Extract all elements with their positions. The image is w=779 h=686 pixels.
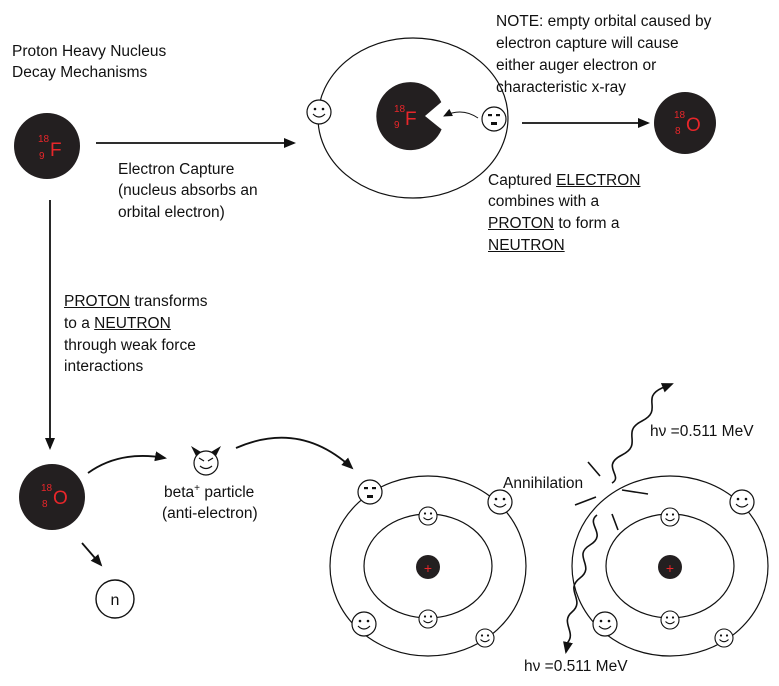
atom-middle: +: [329, 475, 527, 657]
capture-arrow: [443, 108, 479, 119]
outer-electron-icon: [351, 611, 377, 637]
ec-line2: (nucleus absorbs an: [118, 182, 258, 199]
svg-text:F: F: [50, 140, 62, 161]
title-line1: Proton Heavy Nucleus: [12, 43, 167, 60]
note-line3: either auger electron or: [496, 57, 657, 74]
inner-electron-icon: [660, 507, 680, 527]
captured-line4: NEUTRON: [488, 237, 565, 254]
orbital-electron-icon: [306, 99, 332, 125]
captured-electron-icon: [481, 106, 507, 132]
annihilation-burst: [574, 461, 649, 531]
arrow-to-neutron: [81, 542, 103, 567]
beta-line2: (anti-electron): [162, 505, 258, 522]
inner-electron-icon: [660, 610, 680, 630]
o18-nucleus-right: 18 8 O: [654, 92, 716, 154]
outer-electron-icon: [475, 628, 495, 648]
capture-atom: 18 9 F: [306, 37, 509, 199]
svg-text:9: 9: [394, 120, 400, 131]
photon-top-label: hν =0.511 MeV: [650, 423, 754, 440]
proton-line4: interactions: [64, 358, 144, 375]
arrow-to-beta: [87, 451, 167, 474]
svg-text:9: 9: [39, 151, 45, 162]
ec-line3: orbital electron): [118, 204, 225, 221]
captured-line1: Captured ELECTRON: [488, 172, 641, 189]
captured-line2: combines with a: [488, 193, 600, 210]
svg-text:+: +: [424, 560, 432, 576]
svg-text:18: 18: [41, 483, 53, 494]
f18-nucleus-captured: [376, 82, 442, 151]
note-line4: characteristic x-ray: [496, 79, 627, 96]
captured-line3: PROTON to form a: [488, 215, 620, 232]
photon-down-wave: [563, 514, 598, 654]
outer-electron-icon: [714, 628, 734, 648]
positron-icon: [191, 446, 221, 476]
svg-text:18: 18: [674, 110, 686, 121]
atom-right: +: [571, 475, 769, 657]
title-line2: Decay Mechanisms: [12, 64, 148, 81]
svg-text:O: O: [53, 488, 68, 509]
arrow-beta-to-atom: [235, 436, 354, 470]
electron-frowny-icon: [357, 479, 383, 505]
svg-text:F: F: [405, 109, 417, 130]
svg-text:n: n: [111, 592, 120, 609]
outer-electron-icon: [592, 611, 618, 637]
beta-line1: beta+ particle: [164, 482, 255, 501]
inner-electron-icon: [418, 609, 438, 629]
proton-line2: to a NEUTRON: [64, 315, 171, 332]
proton-line3: through weak force: [64, 337, 196, 354]
annihilation-label: Annihilation: [503, 475, 584, 492]
svg-text:18: 18: [394, 104, 406, 115]
outer-electron-icon: [729, 489, 755, 515]
svg-text:+: +: [666, 560, 674, 576]
svg-text:18: 18: [38, 134, 50, 145]
note-line1: NOTE: empty orbital caused by: [496, 13, 712, 30]
proton-line1: PROTON transforms: [64, 293, 208, 310]
photon-up-wave: [611, 383, 674, 484]
ec-line1: Electron Capture: [118, 161, 235, 178]
neutron: n: [95, 579, 135, 619]
photon-bottom-label: hν =0.511 MeV: [524, 658, 628, 675]
o18-nucleus-left: 18 8 O: [19, 464, 85, 530]
inner-electron-icon: [418, 506, 438, 526]
svg-text:8: 8: [675, 126, 681, 137]
note-line2: electron capture will cause: [496, 35, 679, 52]
svg-text:O: O: [686, 115, 701, 136]
svg-text:8: 8: [42, 499, 48, 510]
f18-nucleus-left: 18 9 F: [14, 113, 80, 179]
